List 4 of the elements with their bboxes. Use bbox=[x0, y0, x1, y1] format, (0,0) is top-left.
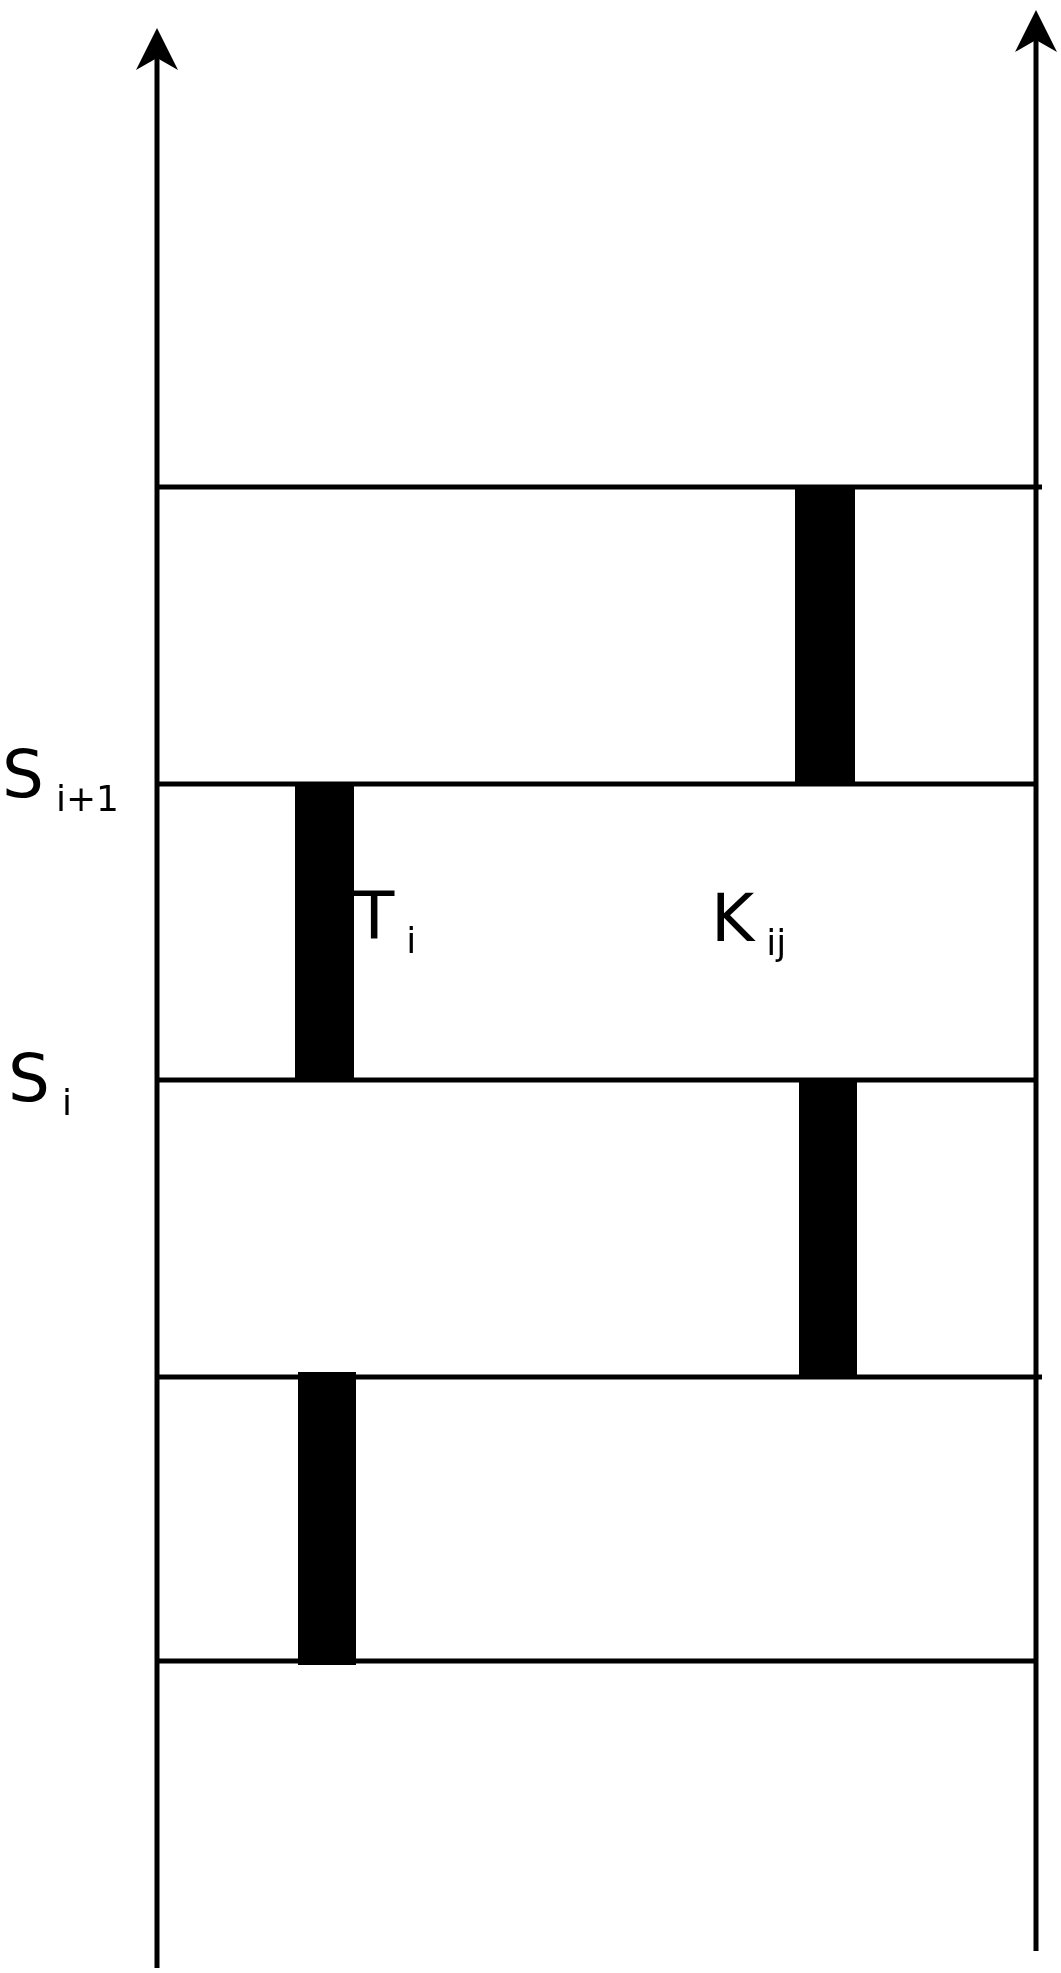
variable-label: K$_{ij}$ bbox=[711, 886, 787, 962]
variable-label: T$_{i}$ bbox=[354, 884, 417, 960]
variable-label: S$_{i}$ bbox=[8, 1046, 72, 1122]
variable-label: S$_{i+1}$ bbox=[2, 742, 119, 818]
